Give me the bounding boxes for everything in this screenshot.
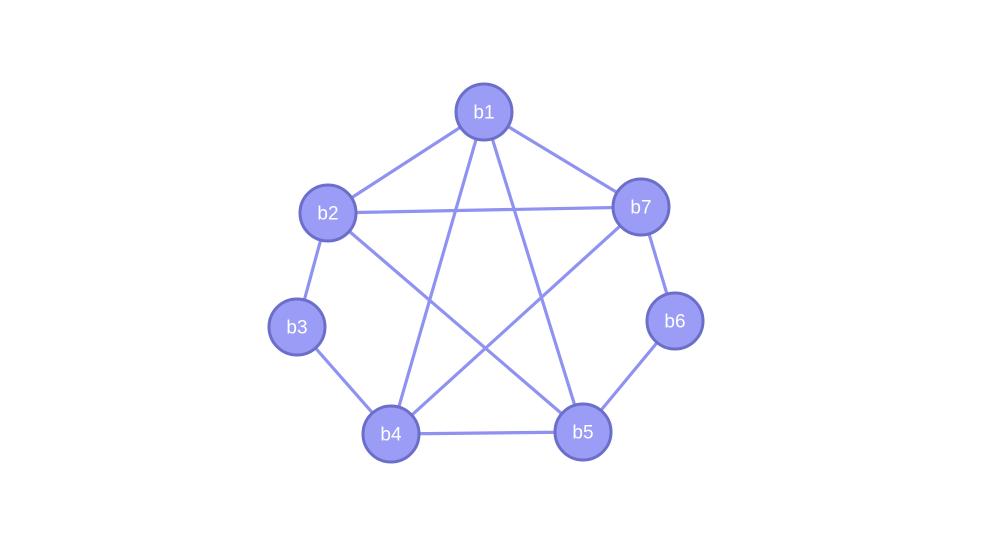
edge-b4-b5 — [389, 430, 585, 436]
node-circle-b6 — [645, 291, 705, 351]
node-b7: b7 — [611, 177, 671, 237]
node-b5: b5 — [553, 402, 613, 462]
node-circle-b3 — [267, 297, 327, 357]
edge-b2-b7 — [326, 205, 643, 215]
edge-b2-b5 — [326, 211, 585, 434]
node-b6: b6 — [645, 291, 705, 351]
node-label-b7: b7 — [630, 198, 651, 219]
node-b3: b3 — [267, 297, 327, 357]
node-circle-b2 — [298, 183, 358, 243]
node-circle-b7 — [611, 177, 671, 237]
node-b2: b2 — [298, 183, 358, 243]
edges-layer — [295, 110, 677, 436]
node-b4: b4 — [361, 404, 421, 464]
edge-b1-b2 — [326, 110, 486, 215]
node-label-b1: b1 — [473, 103, 494, 124]
node-label-b5: b5 — [572, 423, 593, 444]
edge-b1-b7 — [482, 110, 643, 209]
node-label-b4: b4 — [380, 425, 402, 446]
edge-b4-b7 — [389, 205, 643, 436]
node-label-b6: b6 — [664, 312, 685, 333]
nodes-layer: b1 b2 b3 b4 b5 b6 b7 — [267, 82, 705, 464]
node-label-b3: b3 — [286, 318, 307, 339]
node-circle-b1 — [454, 82, 514, 142]
node-circle-b4 — [361, 404, 421, 464]
node-label-b2: b2 — [317, 204, 338, 225]
node-circle-b5 — [553, 402, 613, 462]
edge-b1-b4 — [389, 110, 486, 436]
edge-b1-b5 — [482, 110, 585, 434]
node-b1: b1 — [454, 82, 514, 142]
